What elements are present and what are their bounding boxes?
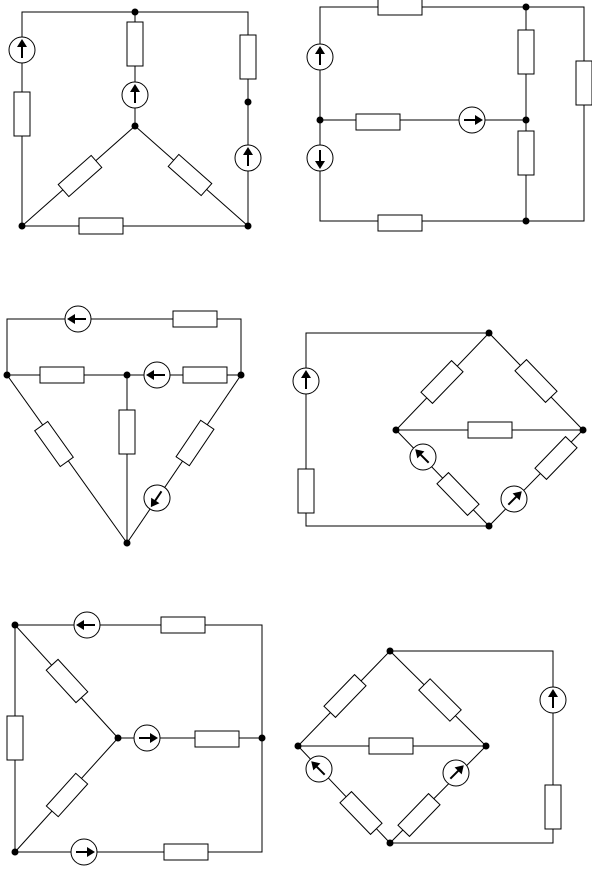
- resistor: [517, 29, 535, 75]
- resistor: [323, 674, 367, 718]
- source: [8, 36, 36, 64]
- node: [131, 8, 139, 16]
- node: [386, 839, 394, 847]
- node: [237, 371, 245, 379]
- node: [11, 848, 19, 856]
- resistor: [160, 616, 206, 634]
- source: [292, 367, 320, 395]
- circuit-2: [306, 0, 592, 232]
- resistor: [575, 60, 592, 106]
- node: [522, 217, 530, 225]
- node: [294, 742, 302, 750]
- resistor: [420, 360, 464, 404]
- resistor: [167, 153, 213, 197]
- resistor: [126, 21, 144, 67]
- resistor: [118, 409, 136, 455]
- node: [522, 116, 530, 124]
- resistor: [13, 91, 31, 137]
- node: [579, 426, 587, 434]
- source: [133, 724, 161, 752]
- resistor: [172, 310, 218, 328]
- node: [244, 98, 252, 106]
- source: [70, 838, 98, 866]
- node: [244, 222, 252, 230]
- wire: [305, 332, 489, 527]
- node: [123, 539, 131, 547]
- source: [64, 305, 92, 333]
- node: [258, 734, 266, 742]
- circuit-6: [294, 647, 567, 847]
- resistor: [467, 421, 513, 439]
- source: [143, 361, 171, 389]
- resistor: [57, 154, 103, 198]
- resistor: [377, 0, 423, 16]
- resistor: [368, 737, 414, 755]
- resistor: [194, 730, 240, 748]
- resistor: [239, 34, 257, 80]
- source: [494, 479, 534, 519]
- node: [522, 3, 530, 11]
- node: [3, 371, 11, 379]
- source: [436, 753, 476, 793]
- node: [392, 426, 400, 434]
- resistor: [339, 791, 383, 835]
- resistor: [397, 793, 441, 837]
- resistor: [418, 678, 462, 722]
- resistor: [45, 772, 89, 818]
- source: [121, 81, 149, 109]
- wire: [6, 318, 242, 375]
- resistor: [436, 472, 480, 516]
- node: [485, 329, 493, 337]
- resistor: [355, 113, 401, 131]
- node: [485, 522, 493, 530]
- resistor: [39, 366, 85, 384]
- wire: [319, 6, 585, 222]
- source: [234, 144, 262, 172]
- resistor: [182, 366, 228, 384]
- source: [73, 611, 101, 639]
- source: [306, 144, 334, 172]
- node: [18, 222, 26, 230]
- circuit-5: [6, 611, 266, 866]
- source: [539, 686, 567, 714]
- node: [482, 742, 490, 750]
- node: [316, 116, 324, 124]
- source: [137, 478, 177, 518]
- wire: [390, 650, 554, 844]
- source: [306, 43, 334, 71]
- resistor: [45, 658, 89, 704]
- resistor: [534, 436, 578, 480]
- resistor: [544, 784, 562, 830]
- node: [114, 734, 122, 742]
- source: [458, 106, 486, 134]
- resistor: [6, 715, 24, 761]
- circuit-3: [3, 305, 245, 547]
- resistor: [34, 420, 74, 468]
- resistor: [517, 130, 535, 176]
- resistor: [175, 419, 215, 467]
- resistor: [377, 214, 423, 232]
- node: [386, 647, 394, 655]
- resistor: [78, 217, 124, 235]
- resistor: [297, 468, 315, 514]
- node: [123, 371, 131, 379]
- node: [131, 122, 139, 130]
- resistor: [514, 359, 558, 403]
- circuit-1: [8, 8, 262, 235]
- circuit-4: [292, 329, 587, 530]
- node: [11, 621, 19, 629]
- resistor: [163, 843, 209, 861]
